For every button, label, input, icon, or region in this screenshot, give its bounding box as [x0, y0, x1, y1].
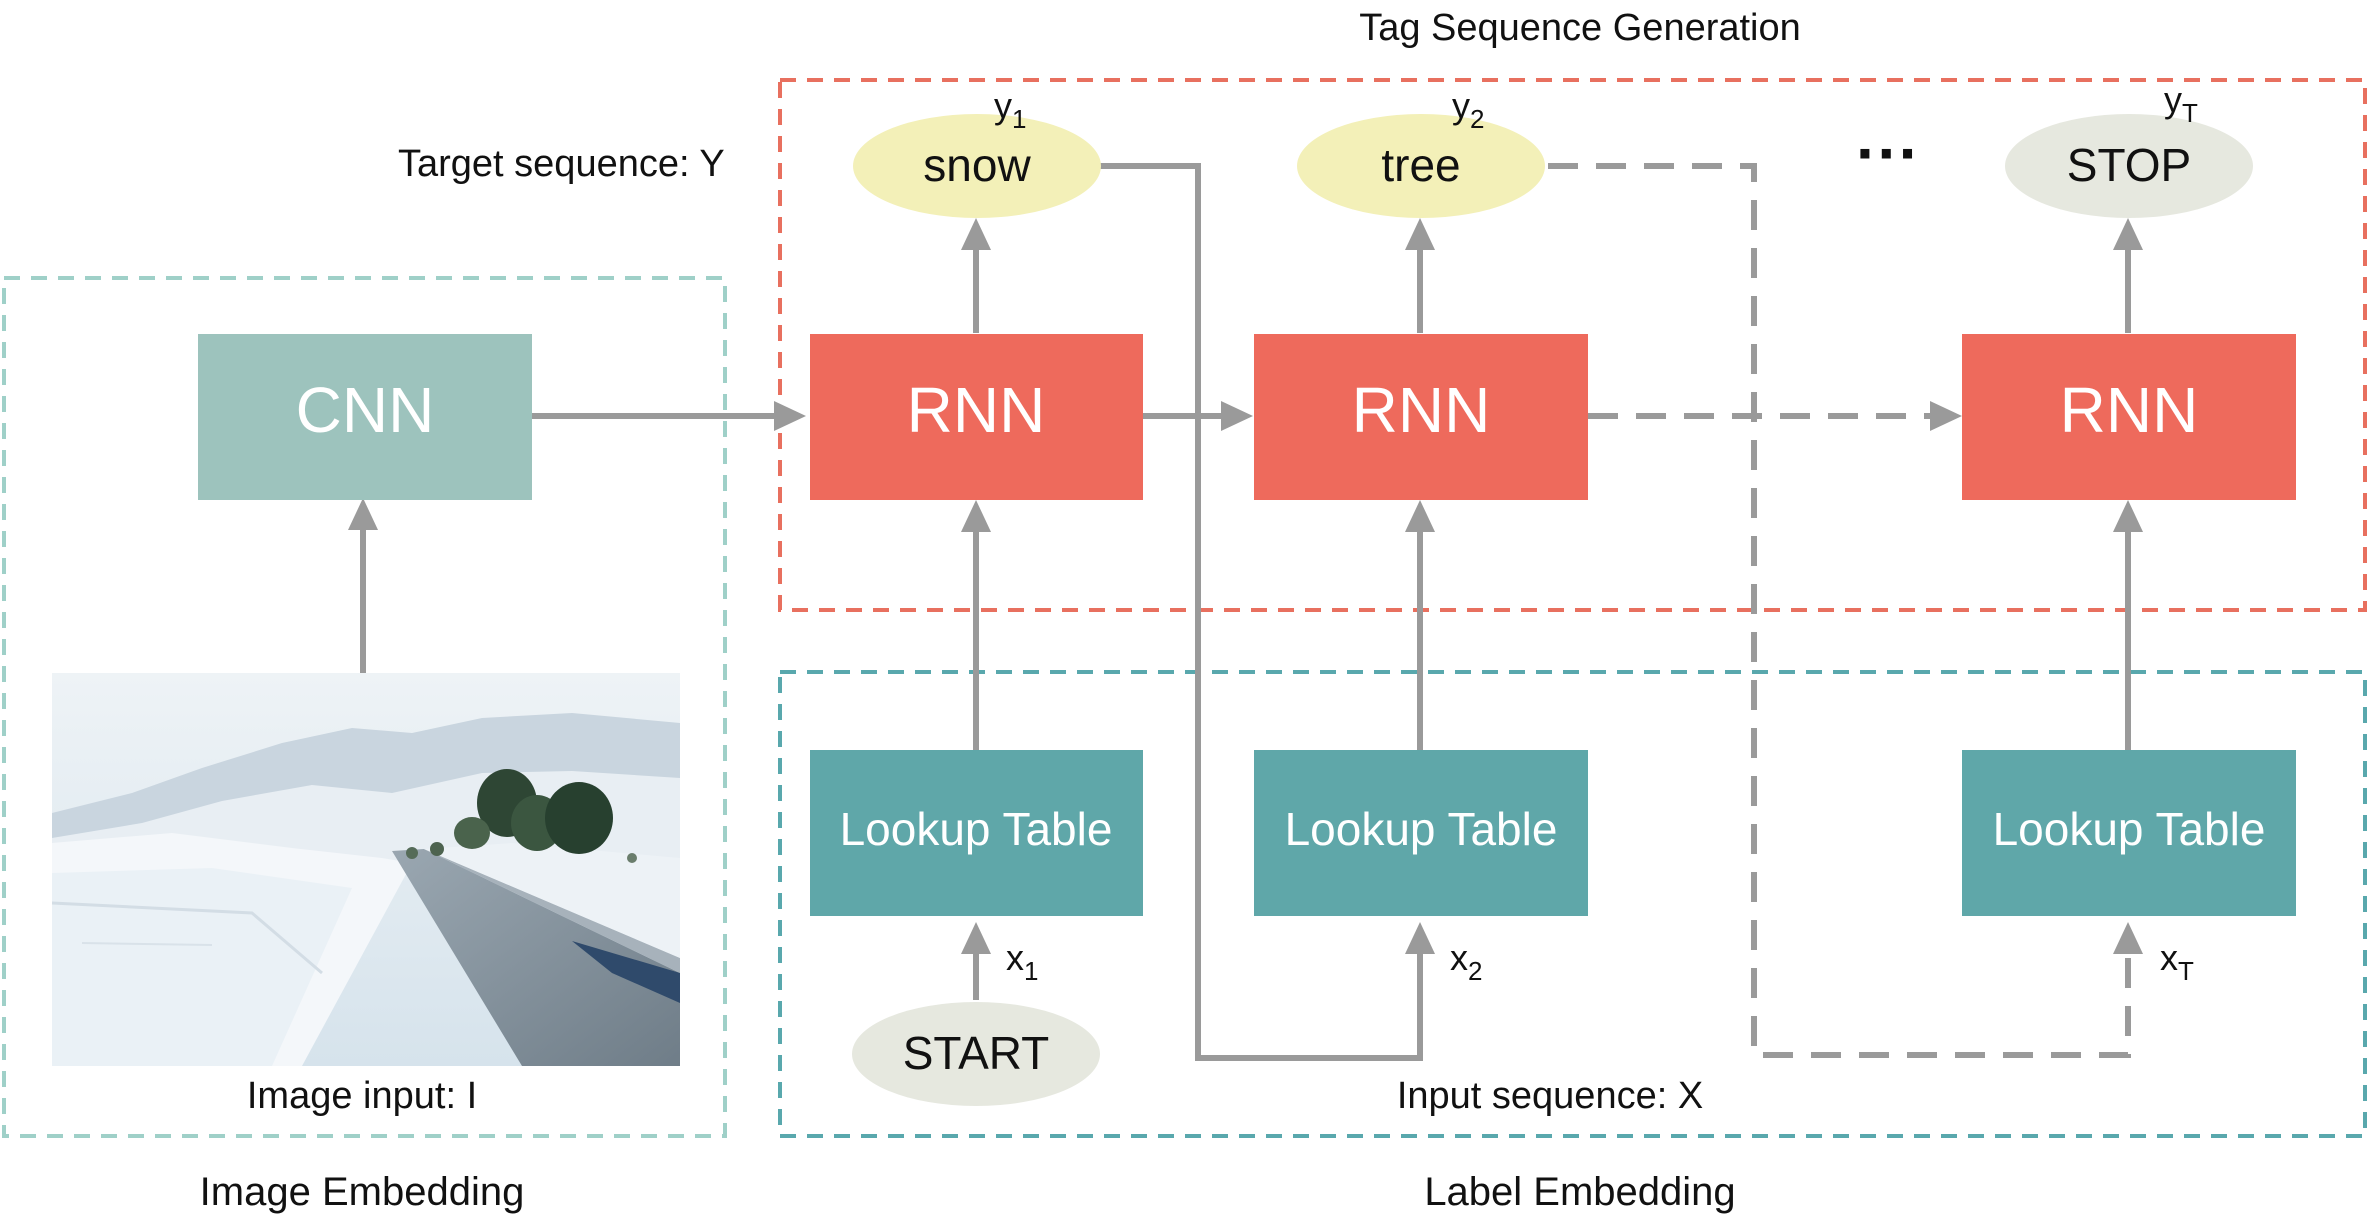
token-start: START: [852, 1002, 1100, 1106]
arrowhead-lookup2-up: [1405, 922, 1435, 954]
index-x1-sub: 1: [1024, 956, 1038, 986]
lookup-block-T: Lookup Table: [1962, 750, 2296, 916]
image-embedding-frame: [2, 276, 727, 1138]
token-stop-label: STOP: [2067, 139, 2191, 191]
arrowhead-rnn2-up: [1405, 500, 1435, 532]
rnn-block-T: RNN: [1962, 334, 2296, 500]
image-embedding-title: Image Embedding: [200, 1170, 525, 1214]
arrowhead-rnn1-in: [774, 401, 806, 431]
y2-feedback-path: [1548, 163, 2131, 1058]
cnn-block: CNN: [198, 334, 532, 500]
index-y1-sub: 1: [1012, 104, 1026, 134]
arrowhead-y1-up: [961, 218, 991, 250]
arrowhead-lookup1-up: [961, 922, 991, 954]
rnn-label-1: RNN: [907, 374, 1046, 446]
token-y1: snow: [853, 114, 1101, 218]
index-x2-sub: 2: [1468, 956, 1482, 986]
lookup-block-2: Lookup Table: [1254, 750, 1588, 916]
rnn-box-1: [810, 334, 1143, 500]
index-y2-sub: 2: [1470, 104, 1484, 134]
photo-snow-road-icon: [52, 673, 680, 1066]
lookup-box-2: [1254, 750, 1588, 916]
index-x1: x1: [1006, 937, 1038, 986]
arrowheads: [348, 218, 2143, 954]
arrowhead-y2-up: [1405, 218, 1435, 250]
lookup-label-T: Lookup Table: [1993, 803, 2266, 855]
token-yT: STOP: [2005, 114, 2253, 218]
token-start-ellipse: [852, 1002, 1100, 1106]
index-yT-base: y: [2164, 79, 2182, 120]
arrowhead-lookupT-up: [2113, 922, 2143, 954]
index-x1-base: x: [1006, 937, 1024, 978]
index-x2-base: x: [1450, 937, 1468, 978]
lookup-block-1: Lookup Table: [810, 750, 1143, 916]
y1-feedback-path: [1100, 163, 1423, 1061]
token-start-label: START: [903, 1027, 1050, 1079]
lookup-label-1: Lookup Table: [840, 803, 1113, 855]
lookup-label-2: Lookup Table: [1285, 803, 1558, 855]
target-sequence-label: Target sequence: Y: [398, 143, 725, 185]
index-y1-base: y: [994, 85, 1012, 126]
cnn-box: [198, 334, 532, 500]
arrowhead-rnn1-up: [961, 500, 991, 532]
arrowhead-cnn-up: [348, 498, 378, 530]
index-y1: y1: [994, 85, 1026, 134]
input-image: [52, 673, 680, 1066]
token-tree-label: tree: [1381, 139, 1460, 191]
arrowhead-rnn2-in: [1221, 401, 1253, 431]
rnn-block-1: RNN: [810, 334, 1143, 500]
label-embedding-title: Label Embedding: [1424, 1170, 1735, 1214]
arrowhead-rnnT-in: [1930, 401, 1962, 431]
label-embedding-frame: [778, 670, 2367, 1138]
index-y2: y2: [1452, 85, 1484, 134]
index-xT-base: x: [2160, 937, 2178, 978]
cnn-label: CNN: [296, 374, 435, 446]
rnn-block-2: RNN: [1254, 334, 1588, 500]
lookup-box-1: [810, 750, 1143, 916]
input-sequence-label: Input sequence: X: [1397, 1075, 1703, 1117]
rnn-label-2: RNN: [1352, 374, 1491, 446]
token-snow-ellipse: [853, 114, 1101, 218]
arrowhead-rnnT-up: [2113, 500, 2143, 532]
sequence-ellipsis: ···: [1856, 117, 1920, 189]
rnn-box-2: [1254, 334, 1588, 500]
rnn-label-T: RNN: [2060, 374, 2199, 446]
index-xT: xT: [2160, 937, 2194, 986]
tag-generation-title: Tag Sequence Generation: [1359, 7, 1801, 49]
lookup-box-T: [1962, 750, 2296, 916]
token-tree-ellipse: [1297, 114, 1545, 218]
token-y2: tree: [1297, 114, 1545, 218]
index-x2: x2: [1450, 937, 1482, 986]
rnn-box-T: [1962, 334, 2296, 500]
token-stop-ellipse: [2005, 114, 2253, 218]
index-yT-sub: T: [2182, 98, 2198, 128]
index-y2-base: y: [1452, 85, 1470, 126]
arrowhead-yT-up: [2113, 218, 2143, 250]
index-yT: yT: [2164, 79, 2198, 128]
index-xT-sub: T: [2178, 956, 2194, 986]
tag-generation-frame: [778, 78, 2367, 612]
image-input-label: Image input: I: [247, 1075, 477, 1117]
token-snow-label: snow: [923, 139, 1031, 191]
